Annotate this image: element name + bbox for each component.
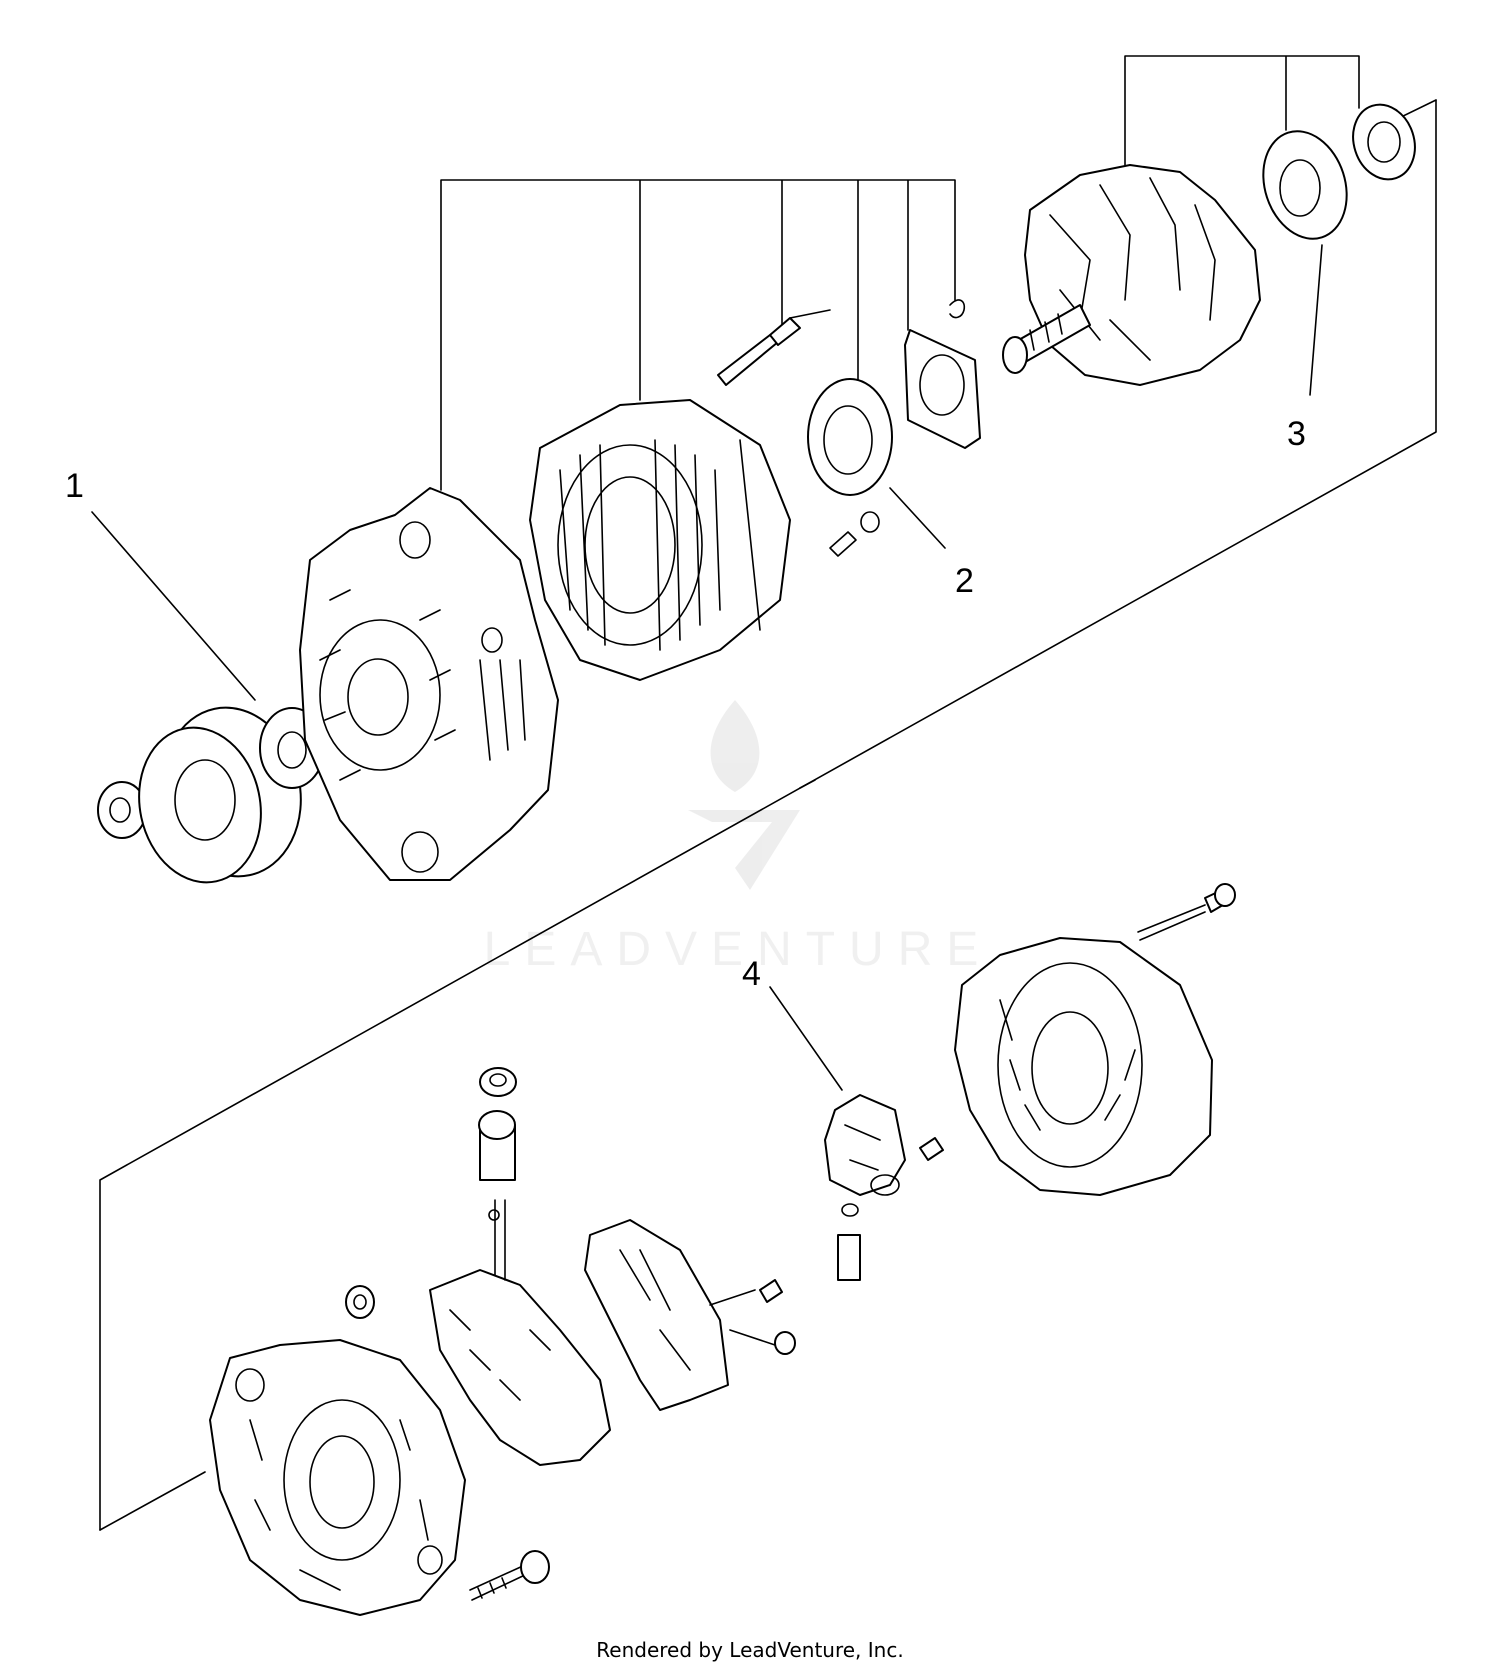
leader-1 bbox=[91, 511, 256, 701]
outline-mid-dash bbox=[799, 779, 816, 789]
watermark: LEADVENTURE bbox=[484, 700, 993, 976]
outline-upper-right bbox=[99, 99, 1437, 1531]
callout-3: 3 bbox=[1287, 415, 1306, 453]
stud-bolt bbox=[717, 309, 831, 386]
retainer-screw bbox=[949, 299, 966, 319]
rotor bbox=[1002, 164, 1261, 386]
terminal-insulator bbox=[478, 1110, 516, 1181]
rear-bearing bbox=[1262, 130, 1348, 240]
bracket-rotor-group bbox=[1124, 55, 1360, 166]
rectifier bbox=[429, 1199, 611, 1466]
ic-regulator bbox=[584, 1219, 729, 1411]
end-frame-washer bbox=[345, 1285, 375, 1319]
bearing-retainer-plate bbox=[904, 329, 981, 449]
watermark-text: LEADVENTURE bbox=[484, 923, 993, 976]
leader-3 bbox=[1309, 244, 1323, 396]
drive-end-frame bbox=[299, 487, 559, 881]
bracket-stator-group bbox=[440, 179, 956, 491]
watermark-flame-icon bbox=[710, 700, 760, 792]
brush bbox=[837, 1203, 861, 1281]
through-bolt bbox=[1137, 883, 1236, 941]
watermark-v-icon bbox=[688, 810, 800, 890]
leader-lines bbox=[91, 244, 1323, 1091]
rectifier-end-frame bbox=[209, 1339, 466, 1616]
callout-4: 4 bbox=[742, 955, 761, 993]
stator-screws bbox=[829, 511, 880, 557]
drive-end-bearing bbox=[807, 378, 893, 496]
regulator-screws bbox=[709, 1279, 796, 1355]
rear-end-cover bbox=[954, 937, 1213, 1196]
pulley-nut bbox=[97, 781, 147, 839]
stator bbox=[529, 399, 791, 681]
outline-bottom-edge bbox=[99, 1471, 206, 1531]
end-frame-bolt bbox=[469, 1550, 550, 1601]
leader-2 bbox=[889, 487, 946, 549]
leader-4 bbox=[769, 986, 843, 1091]
callout-2: 2 bbox=[955, 562, 974, 600]
terminal-nut bbox=[479, 1067, 517, 1097]
rear-bearing-collar bbox=[1352, 103, 1416, 181]
callout-1: 1 bbox=[65, 467, 84, 505]
brush-holder-screw bbox=[919, 1137, 944, 1161]
brush-holder bbox=[824, 1094, 906, 1196]
footer-credit: Rendered by LeadVenture, Inc. bbox=[596, 1638, 904, 1662]
group-brackets bbox=[440, 55, 1360, 491]
callout-labels: 1 2 3 4 bbox=[65, 415, 1306, 993]
